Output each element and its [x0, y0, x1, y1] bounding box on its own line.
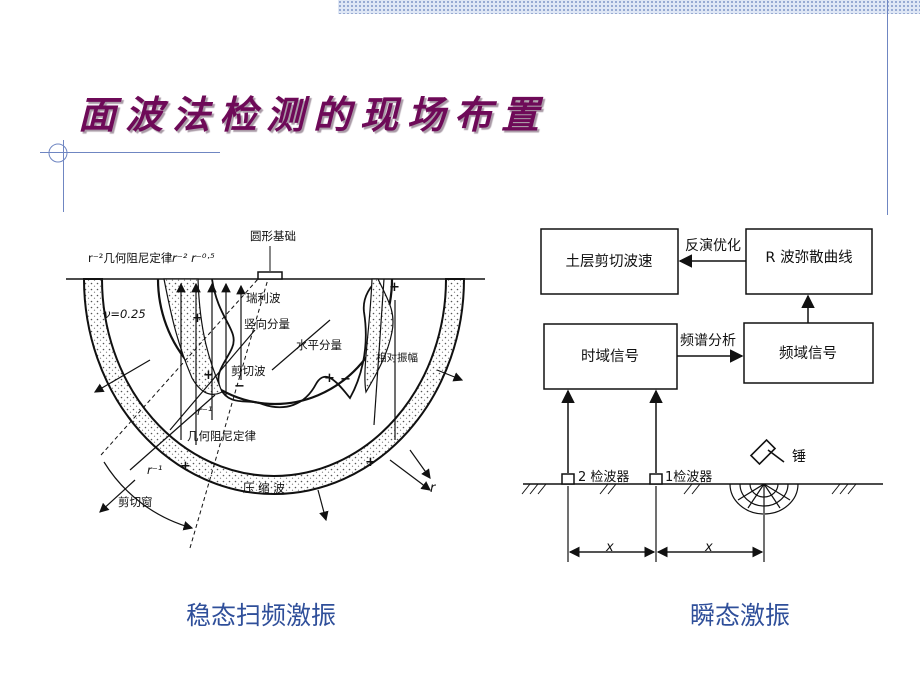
label-shear-window: 剪切窗 [118, 495, 153, 509]
ground-hatch [599, 483, 609, 495]
right-vertical-rule [887, 0, 888, 215]
hammer-head [749, 438, 777, 466]
diagonal-leader-1 [169, 329, 256, 431]
shear-wave-lobe-left [163, 278, 223, 395]
plus-sign: + [180, 459, 191, 474]
impact-ray [747, 483, 765, 509]
label-inversion: 反演优化 [685, 238, 741, 254]
dotted-header-band [338, 0, 920, 14]
ground-hatch [521, 483, 531, 495]
radial-arrow-bottom [317, 489, 329, 522]
impact-wavefront-outer [729, 483, 799, 515]
label-geophone-2: 2 检波器 [578, 470, 629, 485]
label-x-left: x [605, 540, 614, 555]
label-x-right: x [704, 540, 713, 555]
label-r: r [430, 481, 437, 496]
circular-foundation [257, 271, 283, 280]
geophone-1 [649, 473, 663, 485]
relative-amplitude-axis [373, 278, 385, 426]
label-geophone-1: 1检波器 [665, 470, 712, 485]
label-r-minus-1-upper: r⁻¹ [197, 404, 212, 418]
label-rayleigh: 瑞利波 [246, 291, 281, 305]
box-soil-shear-velocity [540, 228, 679, 295]
label-r2-r05: r⁻² r⁻⁰·⁵ [172, 251, 215, 265]
shear-window-arc [103, 461, 194, 531]
box-time-domain-signal [543, 323, 678, 390]
label-spectrum-analysis: 频谱分析 [680, 333, 736, 349]
ground-hatch [529, 483, 539, 495]
plus-sign: + [389, 280, 400, 295]
caption-steady-state: 稳态扫频激振 [186, 601, 337, 630]
impact-ray [737, 483, 765, 501]
minus-sign: − [234, 379, 245, 394]
ground-hatch [607, 483, 617, 495]
plus-sign: + [203, 368, 214, 383]
ground-hatch [691, 483, 701, 495]
box-frequency-domain-signal [743, 322, 874, 384]
label-relative-amplitude: 相对振幅 [376, 351, 418, 364]
ground-hatch [847, 483, 857, 495]
shear-window-dash-left [100, 278, 259, 456]
radial-arrow-left-low [99, 479, 136, 513]
box-r-wave-dispersion [745, 228, 873, 295]
page-title: 面波法检测的现场布置 [78, 92, 549, 137]
left-vertical-rule [63, 140, 64, 212]
ground-hatch [537, 483, 547, 495]
caption-transient: 瞬态激振 [690, 601, 791, 630]
minus-sign: − [340, 372, 351, 387]
left-horizontal-rule [40, 152, 220, 153]
label-r2-geometric: r⁻²几何阻尼定律 [88, 251, 173, 265]
impact-ray [763, 483, 781, 509]
label-vertical-component: 竖向分量 [244, 317, 290, 331]
box-soil-shear-velocity-text: 土层剪切波速 [566, 252, 653, 270]
label-shear-wave: 剪切波 [231, 364, 266, 378]
ground-hatch [839, 483, 849, 495]
plus-sign: + [192, 311, 203, 326]
relative-amplitude-lobe [364, 278, 394, 394]
radial-arrow-right [436, 369, 464, 382]
box-r-wave-dispersion-text: R 波弥散曲线 [765, 248, 852, 266]
box-frequency-domain-signal-text: 频域信号 [779, 345, 837, 362]
label-r-minus-1-lower: r⁻¹ [147, 463, 162, 477]
box-time-domain-signal-text: 时域信号 [581, 348, 639, 365]
radial-arrow-right-low [409, 449, 431, 479]
geophone-2 [561, 473, 575, 485]
compression-wave-band [82, 278, 466, 495]
rayleigh-wave-curve [211, 278, 379, 409]
radial-arrow-left [93, 359, 151, 393]
diagonal-leader-3 [271, 319, 331, 371]
ground-hatch [683, 483, 693, 495]
plus-sign: + [324, 371, 335, 386]
shear-window-dash-bottom [189, 278, 269, 549]
rule-crosshair-circle [48, 143, 68, 163]
label-compression-wave: 压 缩 波 [243, 481, 285, 495]
label-horizontal-component: 水平分量 [296, 338, 342, 352]
hammer-handle [767, 449, 785, 463]
ground-hatch [831, 483, 841, 495]
label-geometric-damping: 几何阻尼定律 [187, 429, 256, 443]
label-foundation: 圆形基础 [250, 229, 296, 243]
impact-ray [763, 483, 791, 501]
diagonal-leader-2 [129, 394, 216, 471]
label-hammer: 锤 [792, 449, 806, 465]
plus-sign: + [365, 455, 376, 470]
label-poisson-ratio: ν=0.25 [104, 307, 146, 321]
r-arrow [389, 459, 431, 491]
